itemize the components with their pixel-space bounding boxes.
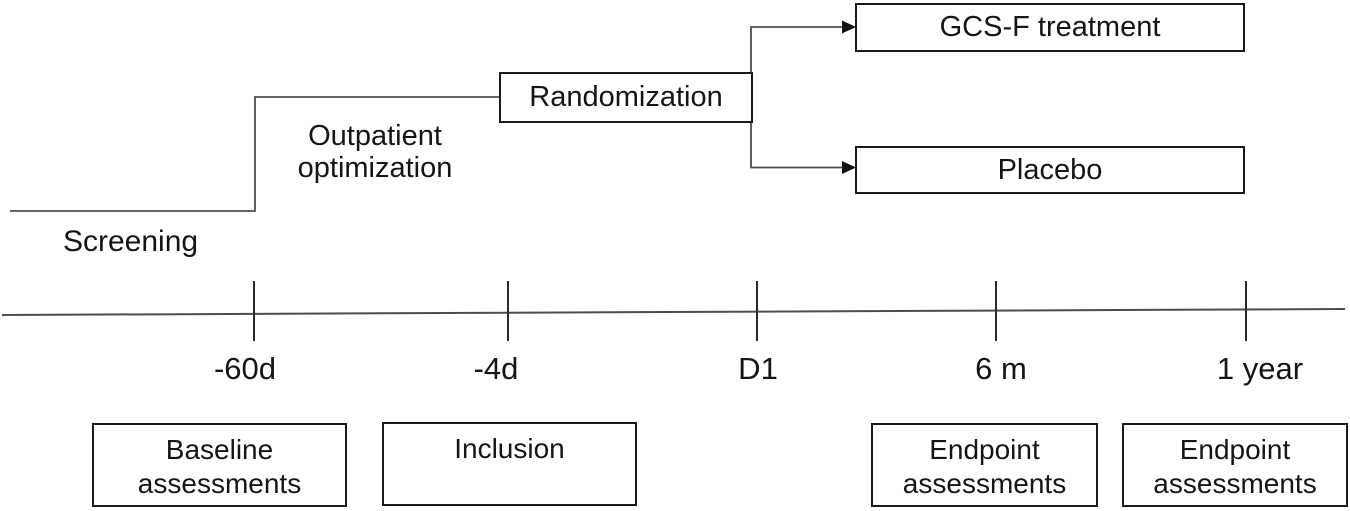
gcsf-treatment-arm-label: GCS-F treatment — [939, 11, 1161, 43]
placebo-arrowhead-icon — [842, 161, 856, 174]
baseline-assessments-box: Baseline assessments — [92, 423, 347, 507]
screening-step-line — [10, 96, 499, 212]
outpatient-optimization-phase-label: Outpatient optimization — [297, 120, 453, 184]
timeline-label-d1: D1 — [738, 351, 778, 386]
timeline-label-minus-4d: -4d — [473, 351, 519, 386]
gcsf-treatment-arm-box: GCS-F treatment — [855, 3, 1245, 52]
gcsf-arrowhead-icon — [842, 20, 856, 34]
timeline-label-minus-60d: -60d — [213, 351, 277, 386]
timeline-axis — [1, 308, 1346, 316]
assessment-box-line1: Inclusion — [454, 433, 565, 464]
assessment-box-line1: Endpoint — [1179, 434, 1291, 465]
gcsf-arm-connector — [750, 26, 842, 72]
placebo-arm-label: Placebo — [997, 153, 1103, 186]
randomization-box: Randomization — [499, 72, 753, 123]
timeline-label-1year: 1 year — [1216, 351, 1304, 386]
assessment-box-line1: Baseline — [165, 434, 274, 465]
assessment-box-line1: Endpoint — [929, 434, 1040, 465]
placebo-arm-connector — [750, 123, 842, 169]
assessment-box-line2: assessments — [137, 468, 302, 499]
assessment-box-line2: assessments — [1153, 468, 1317, 499]
placebo-arm-box: Placebo — [855, 146, 1245, 194]
randomization-box-label: Randomization — [529, 81, 723, 113]
inclusion-box: Inclusion — [382, 422, 637, 506]
timeline-label-6m: 6 m — [975, 351, 1027, 386]
endpoint-assessments-6m-box: Endpoint assessments — [871, 423, 1098, 507]
assessment-box-line2: assessments — [902, 468, 1067, 499]
screening-phase-label: Screening — [63, 225, 199, 258]
endpoint-assessments-1year-box: Endpoint assessments — [1122, 423, 1348, 507]
